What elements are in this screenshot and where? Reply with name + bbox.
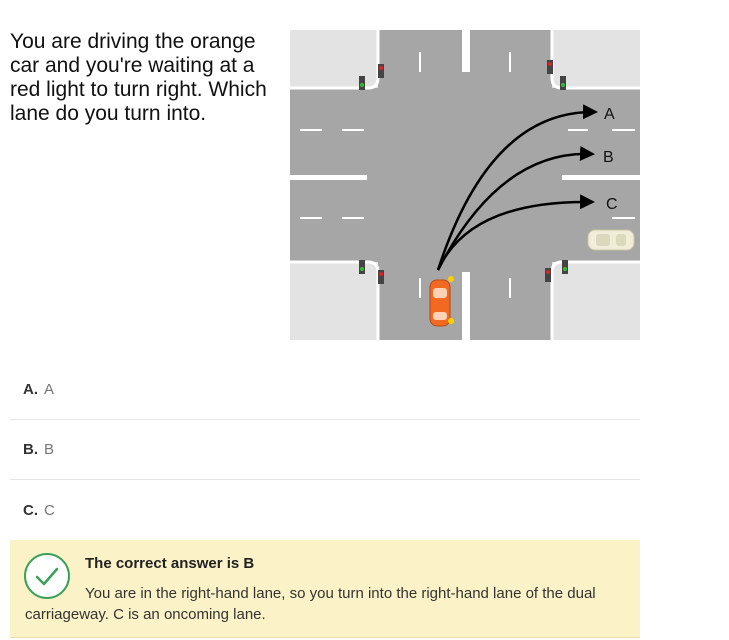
junction-diagram: A B C bbox=[290, 30, 640, 340]
feedback-title: The correct answer is B bbox=[85, 555, 255, 572]
answer-feedback-panel: The correct answer is B You are in the r… bbox=[10, 540, 640, 638]
arrow-to-lane-a bbox=[436, 104, 598, 271]
lane-label-b: B bbox=[603, 149, 614, 166]
central-divider-south bbox=[462, 272, 470, 340]
option-a[interactable]: A. A bbox=[10, 360, 640, 420]
option-text: A bbox=[44, 381, 55, 398]
checkmark-icon bbox=[24, 553, 70, 599]
option-letter: A. bbox=[23, 381, 38, 398]
arrow-to-lane-b bbox=[436, 145, 595, 271]
answer-options: A. A B. B C. C bbox=[10, 360, 640, 540]
central-reservation-right bbox=[562, 175, 640, 180]
central-reservation-left bbox=[290, 175, 367, 180]
option-letter: C. bbox=[23, 501, 38, 519]
pavement-bottom-left bbox=[290, 262, 378, 340]
option-c[interactable]: C. C bbox=[10, 480, 640, 540]
pavement-top-right bbox=[552, 30, 640, 88]
option-text: C bbox=[44, 501, 55, 519]
lane-label-a: A bbox=[604, 106, 615, 123]
oncoming-car-icon bbox=[587, 229, 635, 251]
feedback-explanation: You are in the right-hand lane, so you t… bbox=[25, 585, 596, 623]
central-divider-north bbox=[462, 30, 470, 72]
question-text: You are driving the orange car and you'r… bbox=[10, 30, 267, 125]
option-text: B bbox=[44, 441, 55, 458]
player-car-icon bbox=[429, 276, 454, 327]
option-letter: B. bbox=[23, 441, 38, 458]
arrow-to-lane-c bbox=[436, 194, 595, 271]
pavement-bottom-right bbox=[552, 262, 640, 340]
lane-label-c: C bbox=[606, 196, 618, 213]
traffic-light-icon bbox=[359, 60, 568, 284]
option-b[interactable]: B. B bbox=[10, 420, 640, 480]
